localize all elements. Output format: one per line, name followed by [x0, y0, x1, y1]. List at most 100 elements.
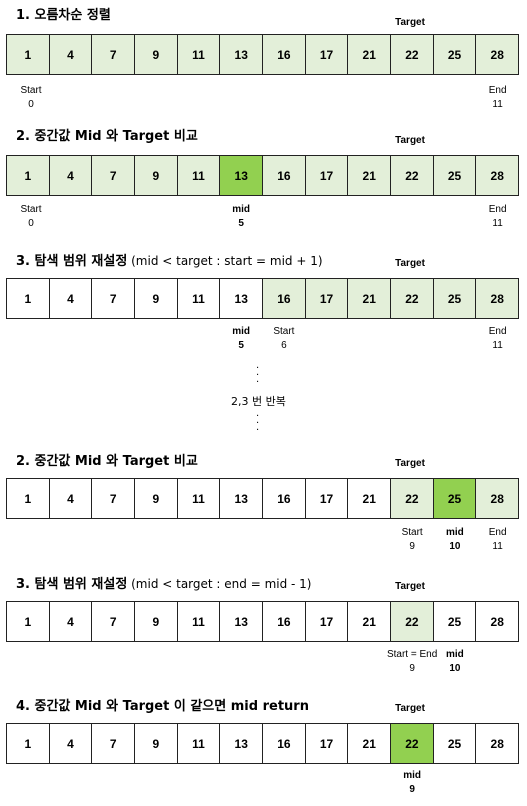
array-cell: 9: [135, 602, 178, 641]
array-cell: 13: [220, 479, 264, 518]
array-cell: 13: [220, 35, 264, 74]
array-cell: 22: [391, 279, 434, 318]
step-title: 2. 중간값 Mid 와 Target 비교: [16, 450, 198, 469]
pointer-name: End: [488, 85, 507, 96]
array-cell: 11: [178, 479, 221, 518]
array-cell: 25: [434, 724, 477, 763]
array-cell: 22: [391, 35, 434, 74]
array-cell: 25: [433, 279, 477, 318]
pointer-name: End: [488, 204, 507, 215]
ellipsis-dots: ...: [256, 360, 260, 385]
pointer-name: mid: [403, 770, 422, 781]
array-cell: 4: [50, 602, 93, 641]
array-cell: 11: [178, 279, 221, 318]
step-title-text: 2. 중간값 Mid 와 Target 비교: [16, 454, 198, 469]
step-title: 3. 탐색 범위 재설정 (mid < target : start = mid…: [16, 250, 323, 269]
pointer-index: 5: [238, 218, 244, 229]
array-cell: 1: [7, 479, 50, 518]
step-title-text: 3. 탐색 범위 재설정: [16, 254, 128, 269]
target-label: Target: [395, 703, 425, 714]
array-cell: 7: [92, 602, 136, 641]
pointer-name: Start: [20, 85, 42, 96]
pointer-index: 0: [28, 218, 34, 229]
array-cell: 1: [7, 35, 50, 74]
step-title: 4. 중간값 Mid 와 Target 이 같으면 mid return: [16, 695, 309, 714]
array-cell: 13: [220, 156, 264, 195]
array-cell: 22: [391, 602, 434, 641]
array-cell: 16: [263, 602, 306, 641]
pointer-name: Start: [401, 527, 423, 538]
pointer-name: Start: [273, 326, 295, 337]
array-cell: 1: [7, 156, 50, 195]
array-cell: 1: [7, 602, 50, 641]
array-cell: 28: [490, 736, 504, 751]
step-title: 3. 탐색 범위 재설정 (mid < target : end = mid -…: [16, 573, 311, 592]
target-label: Target: [395, 458, 425, 469]
array-cell: 25: [433, 35, 477, 74]
target-label: Target: [395, 258, 425, 269]
array-cell: 9: [135, 35, 178, 74]
array-cell: 4: [50, 479, 93, 518]
array-cell: 21: [348, 479, 392, 518]
array-cell: 7: [92, 35, 136, 74]
array-cell: 9: [135, 156, 178, 195]
repeat-note: 2,3 번 반복: [231, 395, 286, 408]
array-cell: 7: [92, 479, 136, 518]
pointer-index: 6: [281, 340, 287, 351]
array-cell: 28: [476, 279, 519, 318]
array-cell: 16: [263, 479, 306, 518]
array-cell: 21: [348, 279, 392, 318]
step-title-text: 2. 중간값 Mid 와 Target 비교: [16, 129, 198, 144]
array-cell: 28: [490, 614, 504, 629]
array-cell: 9: [135, 279, 178, 318]
array-cell: 25: [433, 479, 477, 518]
array-cell: 7: [92, 156, 136, 195]
array-cell: 16: [263, 279, 306, 318]
array-cell: 17: [306, 724, 349, 763]
pointer-name: mid: [445, 527, 464, 538]
step-title-text: 4. 중간값 Mid 와 Target 이 같으면 mid return: [16, 699, 309, 714]
step-title-text: 1. 오름차순 정렬: [16, 8, 111, 23]
array-cell: 21: [348, 156, 392, 195]
array-cell: 28: [476, 479, 519, 518]
pointer-label: Start 6: [254, 325, 314, 353]
array-cell: 1: [7, 279, 50, 318]
step-title-text: 3. 탐색 범위 재설정: [16, 577, 128, 592]
array-cell: 11: [177, 35, 221, 74]
target-label: Target: [395, 581, 425, 592]
array-cell: 17: [306, 602, 349, 641]
array-cell: 11: [178, 602, 221, 641]
target-label: Target: [395, 135, 425, 146]
pointer-name: mid: [445, 649, 464, 660]
array-cell: 17: [306, 479, 349, 518]
array-cell: 25: [433, 156, 477, 195]
array-cell: 22: [391, 479, 434, 518]
array-cell: 4: [49, 35, 93, 74]
array-cell: 21: [348, 35, 392, 74]
pointer-index: 9: [409, 541, 415, 552]
pointer-index: 9: [409, 663, 415, 674]
array-cell: 25: [434, 602, 477, 641]
array-cell: 16: [263, 35, 306, 74]
array-cell: 1: [7, 724, 50, 763]
array-cell: 21: [348, 724, 392, 763]
target-label: Target: [395, 17, 425, 28]
pointer-name: Start: [20, 204, 42, 215]
array-cell: 21: [348, 602, 392, 641]
array-cell: 17: [305, 35, 349, 74]
pointer-index: 11: [492, 541, 503, 552]
array-cell: 4: [50, 279, 93, 318]
